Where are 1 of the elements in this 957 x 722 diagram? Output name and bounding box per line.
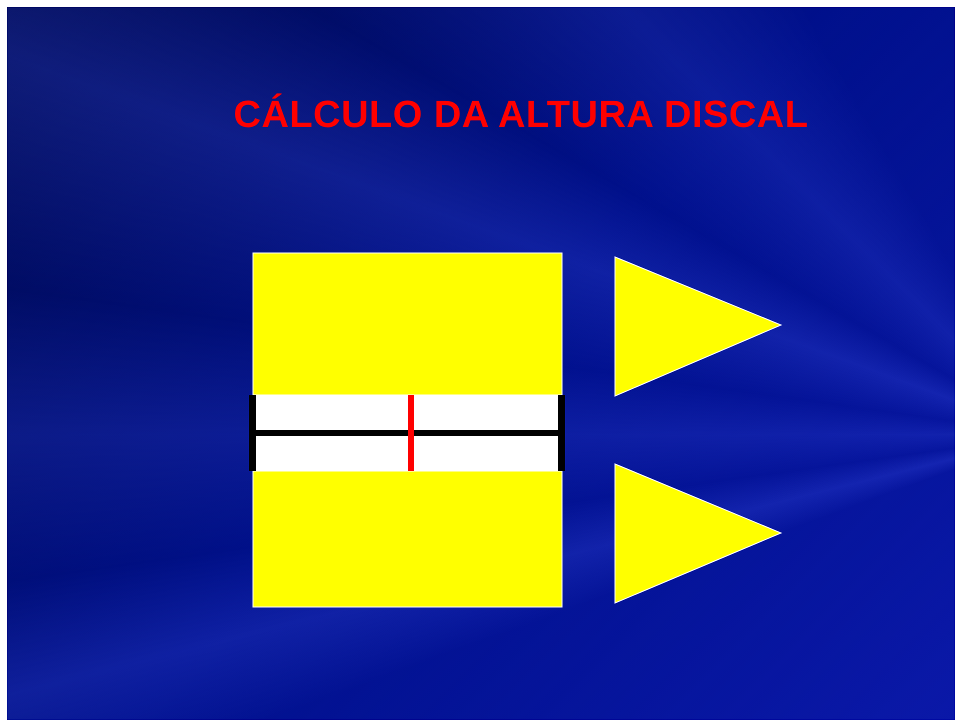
slide-title: CÁLCULO DA ALTURA DISCAL xyxy=(232,94,810,137)
